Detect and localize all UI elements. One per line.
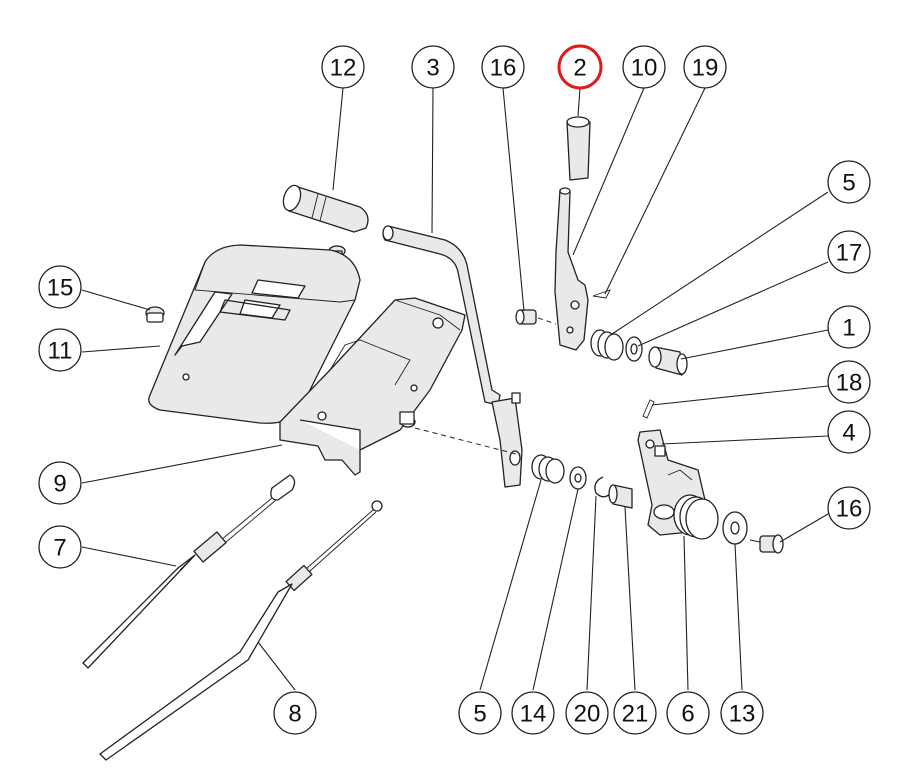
callout-19: 19 xyxy=(683,45,727,89)
callout-circle xyxy=(511,691,555,735)
callout-circle xyxy=(622,45,666,89)
callout-label: 9 xyxy=(53,471,66,498)
part-16-bolt-upper xyxy=(515,309,537,325)
part-12-handle-grip xyxy=(282,184,369,233)
callout-label: 2 xyxy=(573,55,586,82)
callout-circle xyxy=(38,328,82,372)
callout-label: 10 xyxy=(631,55,658,82)
callout-6: 6 xyxy=(666,691,710,735)
callout-circle xyxy=(827,360,871,404)
callout-label: 16 xyxy=(836,496,863,523)
callout-21: 21 xyxy=(613,691,657,735)
part-18-cotter-pin xyxy=(642,399,655,419)
callout-label: 3 xyxy=(426,55,439,82)
part-1-bushing xyxy=(648,346,688,376)
part-19-pin xyxy=(592,289,611,299)
callout-18: 18 xyxy=(827,360,871,404)
callout-16: 16 xyxy=(481,45,525,89)
part-17-washer xyxy=(625,336,643,362)
callout-label: 4 xyxy=(842,420,855,447)
callout-circle xyxy=(481,45,525,89)
part-6-torsion-spring xyxy=(653,494,719,540)
callout-17: 17 xyxy=(827,230,871,274)
callout-label: 6 xyxy=(681,701,694,728)
callout-9: 9 xyxy=(38,461,82,505)
callout-label: 13 xyxy=(729,701,756,728)
callout-layer: 12 3 16 2 10 19 5 17 1 18 4 16 15 11 9 7 8 5 14 20 21 6 13 xyxy=(38,44,871,735)
callout-1: 1 xyxy=(827,305,871,349)
callout-5: 5 xyxy=(827,160,871,204)
callout-label: 16 xyxy=(490,55,517,82)
part-5-spring-lower xyxy=(531,454,565,484)
callout-3: 3 xyxy=(411,45,455,89)
callout-circle xyxy=(827,486,871,530)
part-3-shift-lever xyxy=(382,225,523,488)
callout-circle xyxy=(458,691,502,735)
callout-label: 11 xyxy=(48,338,73,365)
callout-label: 20 xyxy=(574,701,601,728)
callout-8: 8 xyxy=(273,691,317,735)
callout-circle xyxy=(720,691,764,735)
callout-label: 5 xyxy=(842,170,855,197)
part-21-bushing xyxy=(608,484,633,509)
callout-12: 12 xyxy=(321,45,365,89)
callout-label: 12 xyxy=(330,55,357,82)
callout-label: 1 xyxy=(842,315,855,342)
callout-circle xyxy=(613,691,657,735)
callout-label: 17 xyxy=(836,240,863,267)
callout-13: 13 xyxy=(720,691,764,735)
part-13-washer xyxy=(722,511,748,545)
callout-2: 2 xyxy=(557,44,603,90)
callout-circle xyxy=(827,305,871,349)
part-2-knob xyxy=(566,116,591,181)
leader-lines xyxy=(81,87,829,691)
callout-10: 10 xyxy=(622,45,666,89)
callout-4: 4 xyxy=(827,410,871,454)
part-8-cable xyxy=(99,500,383,761)
callout-16: 16 xyxy=(827,486,871,530)
part-14-washer xyxy=(569,466,587,490)
callout-circle xyxy=(683,45,727,89)
callout-label: 21 xyxy=(622,701,649,728)
callout-circle xyxy=(411,45,455,89)
callout-circle xyxy=(827,230,871,274)
callout-circle xyxy=(38,461,82,505)
callout-circle xyxy=(273,691,317,735)
callout-label: 14 xyxy=(520,701,547,728)
callout-circle xyxy=(38,525,82,569)
part-11-shifter-cover xyxy=(148,244,361,424)
part-9-bracket xyxy=(279,297,466,476)
callout-14: 14 xyxy=(511,691,555,735)
part-16-bolt-lower xyxy=(749,534,784,554)
callout-circle xyxy=(557,44,603,90)
callout-circle xyxy=(38,265,82,309)
callout-15: 15 xyxy=(38,265,82,309)
callout-7: 7 xyxy=(38,525,82,569)
callout-label: 19 xyxy=(692,55,719,82)
part-20-clip xyxy=(594,476,611,498)
part-7-cable xyxy=(82,474,296,669)
callout-label: 18 xyxy=(836,370,863,397)
callout-circle xyxy=(565,691,609,735)
callout-label: 5 xyxy=(473,701,486,728)
part-10-upper-lever xyxy=(554,187,589,351)
callout-circle xyxy=(321,45,365,89)
callout-label: 15 xyxy=(47,275,74,302)
callout-circle xyxy=(666,691,710,735)
callout-label: 8 xyxy=(288,701,301,728)
callout-circle xyxy=(827,160,871,204)
callout-11: 11 xyxy=(38,328,82,372)
callout-label: 7 xyxy=(53,535,66,562)
callout-circle xyxy=(827,410,871,454)
part-15-plug xyxy=(145,306,165,323)
callout-20: 20 xyxy=(565,691,609,735)
part-5-spring-upper xyxy=(590,329,624,361)
callout-5: 5 xyxy=(458,691,502,735)
